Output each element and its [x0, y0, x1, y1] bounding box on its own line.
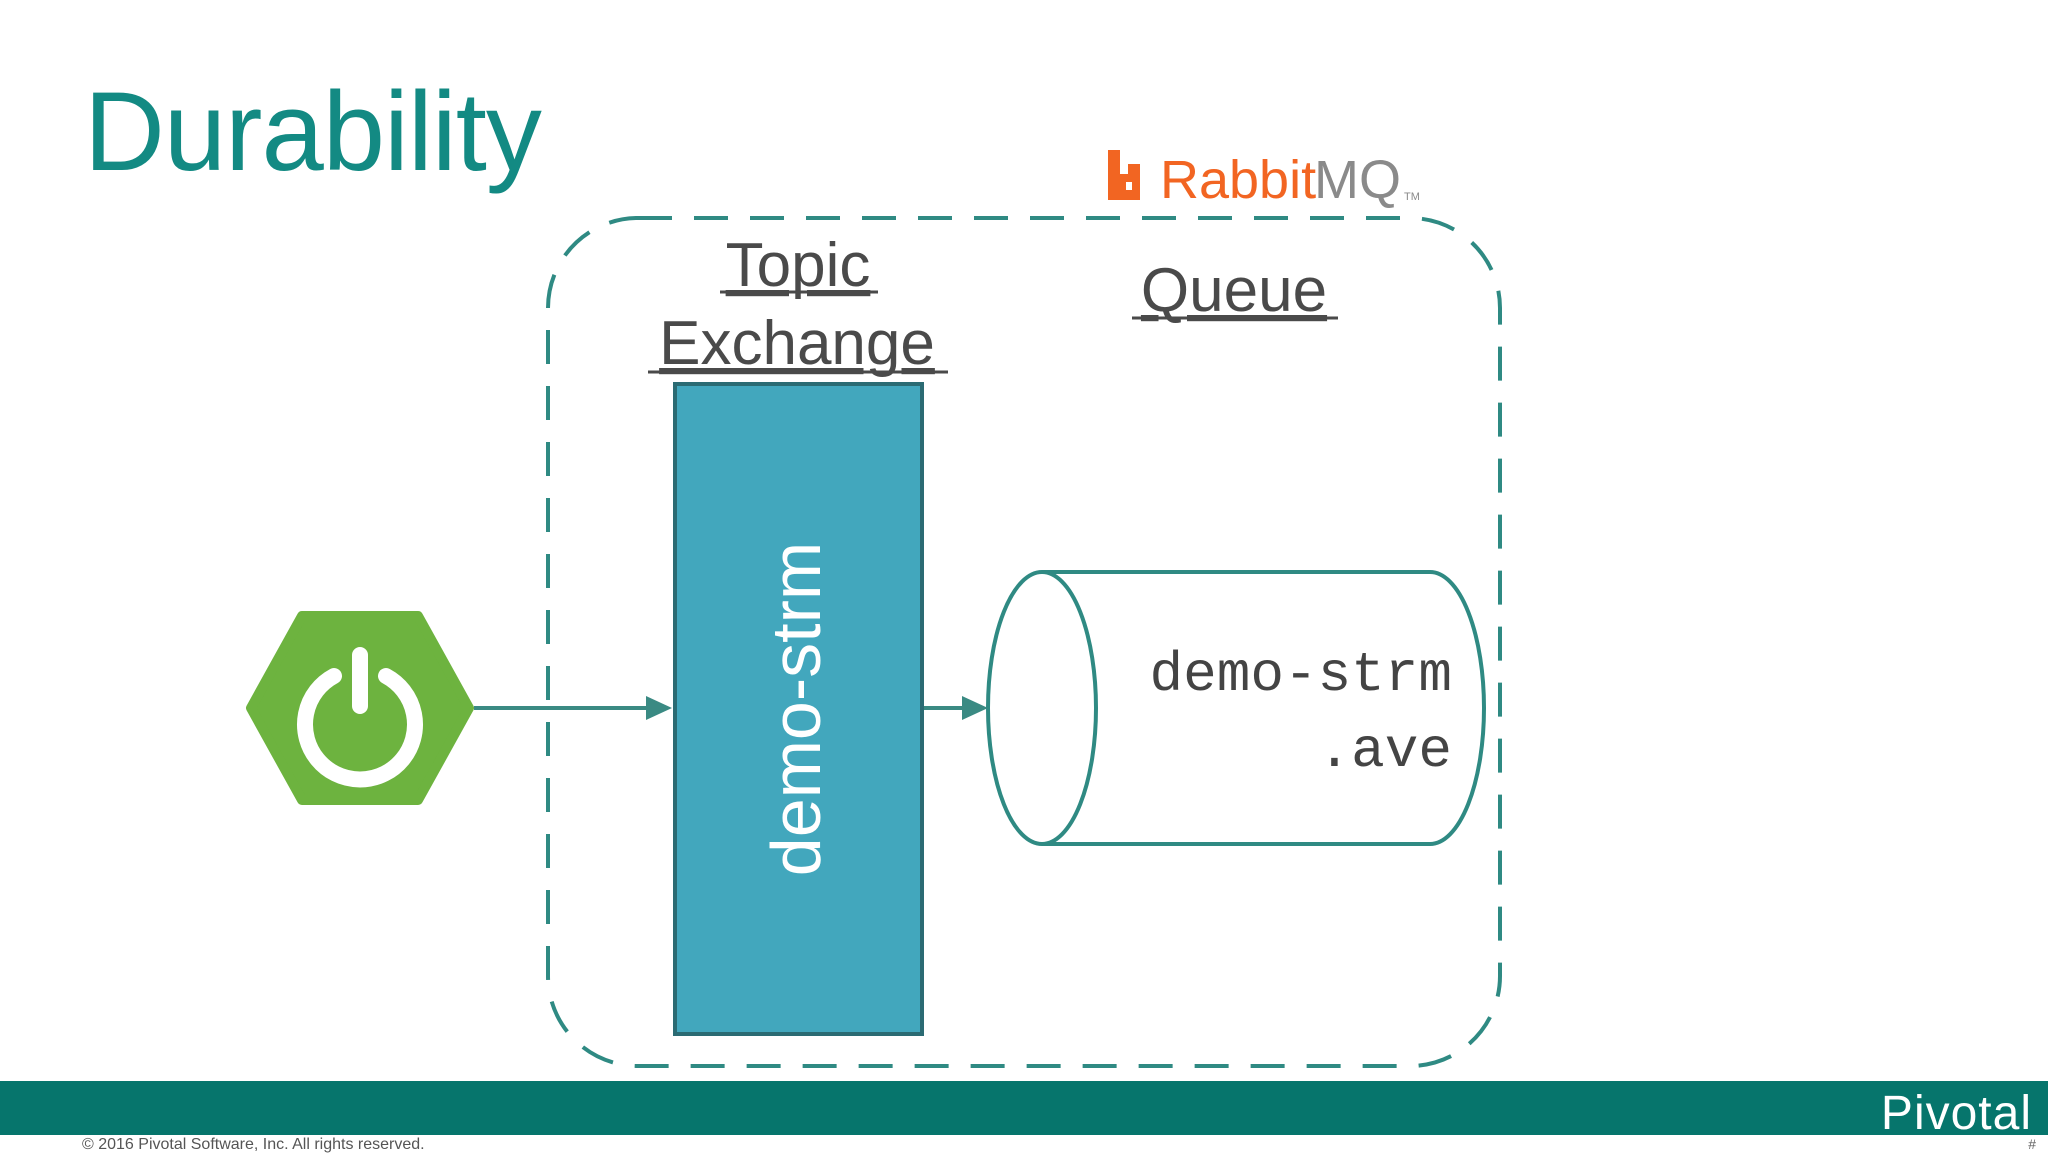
page-title: Durability — [84, 69, 542, 194]
footer-band — [0, 1081, 2048, 1135]
spring-boot-power-icon — [246, 611, 474, 805]
queue-name-line1: demo-strm — [1150, 643, 1452, 707]
arrow-producer-to-exchange — [474, 696, 672, 720]
broker-boundary — [546, 216, 1502, 1068]
queue-body — [1042, 570, 1486, 846]
pivotal-logo: Pivotal — [1880, 1087, 2032, 1140]
arrow-exchange-to-queue — [924, 696, 988, 720]
exchange-box — [673, 382, 924, 1036]
queue-name-line2: .ave — [1318, 719, 1452, 783]
queue-cylinder — [986, 570, 1486, 846]
exchange-heading-line2: Exchange — [659, 309, 935, 378]
logo-trademark: TM — [1404, 191, 1420, 203]
exchange-heading-line1: Topic — [726, 231, 871, 300]
power-ring — [297, 668, 423, 788]
queue-heading: Queue — [1141, 256, 1327, 325]
queue-end-cap — [986, 570, 1098, 846]
rabbit-icon — [1108, 150, 1140, 200]
logo-wordmark-rabbit: Rabbit — [1160, 150, 1316, 210]
rabbitmq-logo: Rabbit MQ TM — [1108, 150, 1420, 210]
copyright-notice: © 2016 Pivotal Software, Inc. All rights… — [82, 1136, 425, 1153]
rabbit-icon-eye — [1126, 182, 1132, 190]
exchange-name: demo-strm — [757, 542, 835, 876]
logo-wordmark-mq: MQ — [1314, 150, 1401, 210]
page-number: # — [2028, 1136, 2036, 1152]
